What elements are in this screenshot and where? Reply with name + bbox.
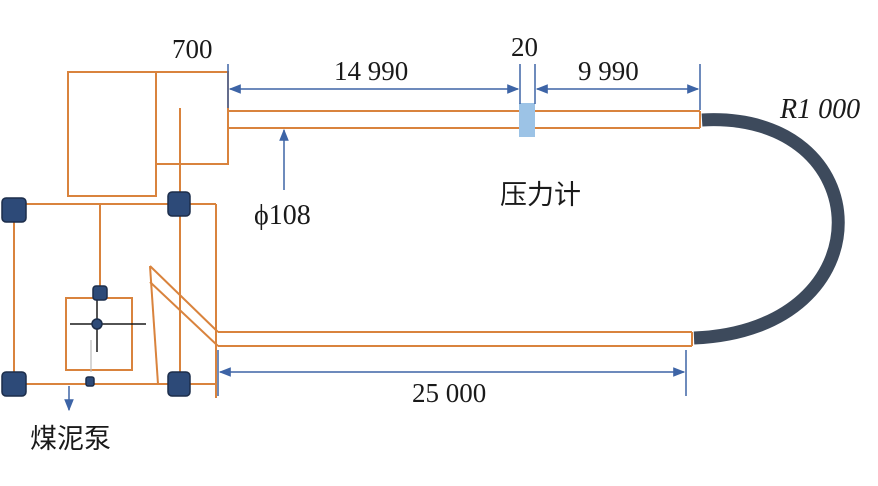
joint-node: [167, 191, 191, 217]
joint-node: [85, 376, 95, 387]
dim-20-label: 20: [511, 32, 538, 62]
dim-14990-label: 14 990: [334, 56, 408, 86]
slurry-pump-label: 煤泥泵: [30, 424, 111, 455]
upper-pipe: [228, 110, 701, 129]
dimension-lines: [64, 64, 701, 412]
joint-nodes: [1, 191, 191, 397]
joint-node: [167, 371, 191, 397]
pressure-gauge-label: 压力计: [500, 180, 581, 211]
joint-node: [91, 318, 103, 330]
diameter-label: ϕ108: [254, 200, 311, 231]
lower-pipe: [218, 331, 693, 347]
bend-pipe: [693, 113, 845, 345]
dim-25000-label: 25 000: [412, 378, 486, 408]
pressure-gauge-icon: [519, 103, 535, 137]
joint-node: [92, 285, 108, 301]
dim-700-label: 700: [172, 34, 213, 64]
pump-housing: [65, 297, 146, 372]
joint-node: [1, 197, 27, 223]
radius-label: R1 000: [779, 94, 860, 125]
dim-9990-label: 9 990: [578, 56, 639, 86]
slurry-tank: [67, 71, 229, 380]
inclined-inlet: [149, 265, 219, 385]
joint-node: [1, 371, 27, 397]
